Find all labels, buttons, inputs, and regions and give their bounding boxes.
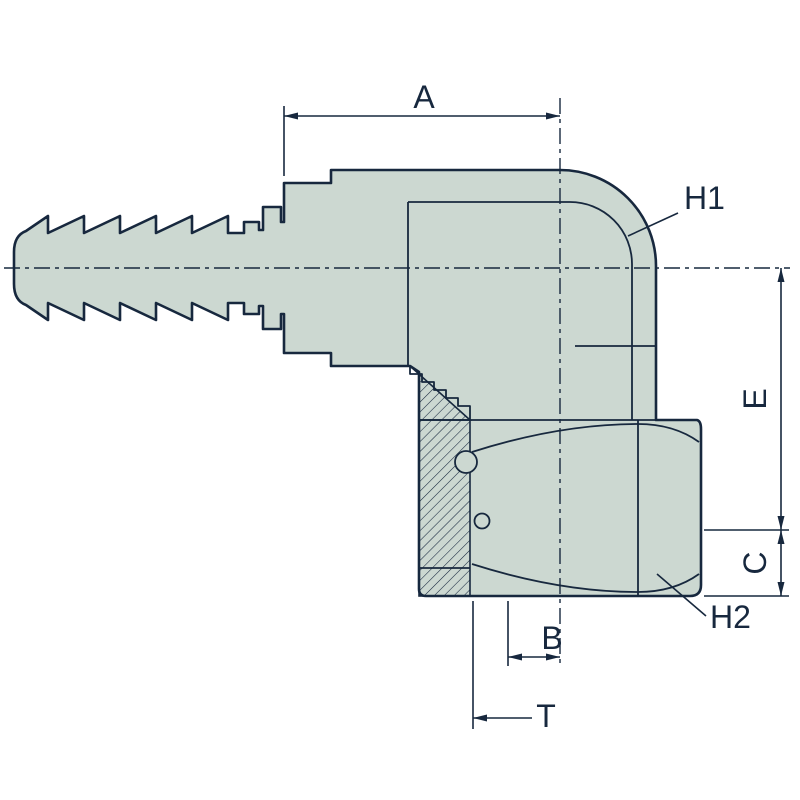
dim-a-arrow-right [546,112,560,120]
dim-t-arrow-left [473,714,487,722]
dimension-b: B [507,601,563,666]
seal-oring-section [473,512,491,530]
dim-e-arrow-bottom [777,516,785,530]
elbow-fitting [12,168,703,598]
dim-a-arrow-left [284,112,298,120]
leader-h1 [627,212,679,237]
dim-label-h2: H2 [710,599,751,635]
dim-b-arrow-right [546,653,560,661]
dimension-e: E [704,268,789,596]
dim-label-e: E [737,388,773,409]
dim-c-arrow-top [777,530,785,544]
dim-b-arrow-left [508,653,522,661]
nut-bottom-chamfer [471,563,700,593]
dim-c-arrow-bottom [777,582,785,596]
nut-top-chamfer [471,423,700,453]
thread-steps [409,366,471,420]
callout-h1: H1 [627,180,725,237]
seal-ball-section [454,450,478,474]
dim-label-h1: H1 [684,180,725,216]
dimension-a: A [283,79,560,176]
dim-label-c: C [737,551,773,574]
dim-label-a: A [413,79,435,115]
hatch-nut-wall-section [418,419,471,597]
dim-label-t: T [536,698,556,734]
dim-label-b: B [541,620,562,656]
dimension-c: C [704,530,789,597]
fitting-outline [12,168,703,598]
callout-h2: H2 [656,573,751,635]
dimension-t: T [472,601,556,734]
dim-e-arrow-top [777,268,785,282]
bore-contour [408,201,633,420]
leader-h2 [656,573,707,617]
